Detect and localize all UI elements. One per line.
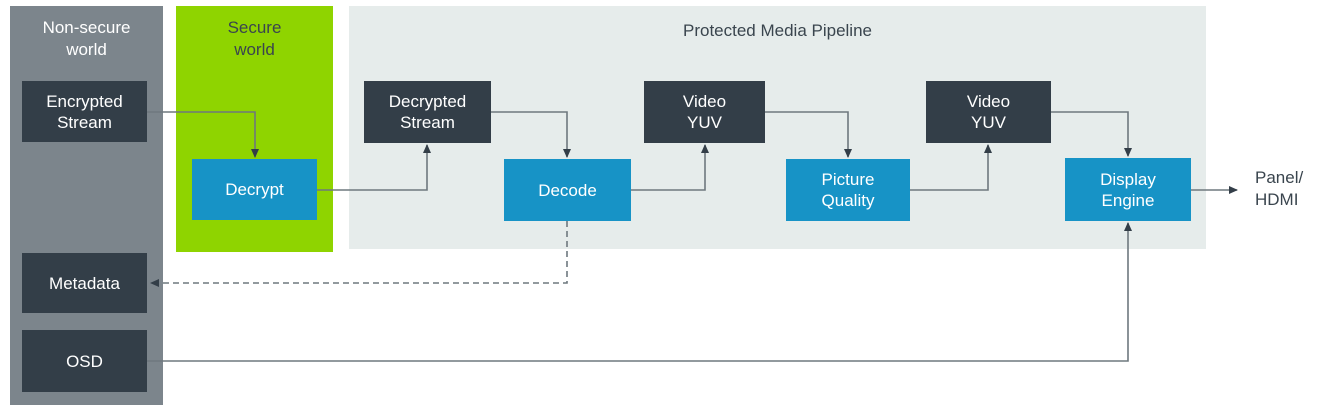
region-non-secure-world-title: Non-secure world (42, 18, 131, 59)
node-osd: OSD (22, 330, 147, 392)
node-decrypted-stream: Decrypted Stream (364, 81, 491, 143)
node-video-yuv-1: Video YUV (644, 81, 765, 143)
node-display-engine: Display Engine (1065, 158, 1191, 221)
node-decode: Decode (504, 159, 631, 221)
node-picture-quality: Picture Quality (786, 159, 910, 221)
output-label-panel-hdmi: Panel/ HDMI (1255, 168, 1304, 209)
node-decrypt: Decrypt (192, 159, 317, 220)
region-secure-world-title: Secure world (227, 18, 282, 59)
node-metadata: Metadata (22, 253, 147, 313)
region-protected-media-pipeline-title: Protected Media Pipeline (682, 21, 872, 40)
node-encrypted-stream: Encrypted Stream (22, 81, 147, 142)
node-video-yuv-2: Video YUV (926, 81, 1051, 143)
